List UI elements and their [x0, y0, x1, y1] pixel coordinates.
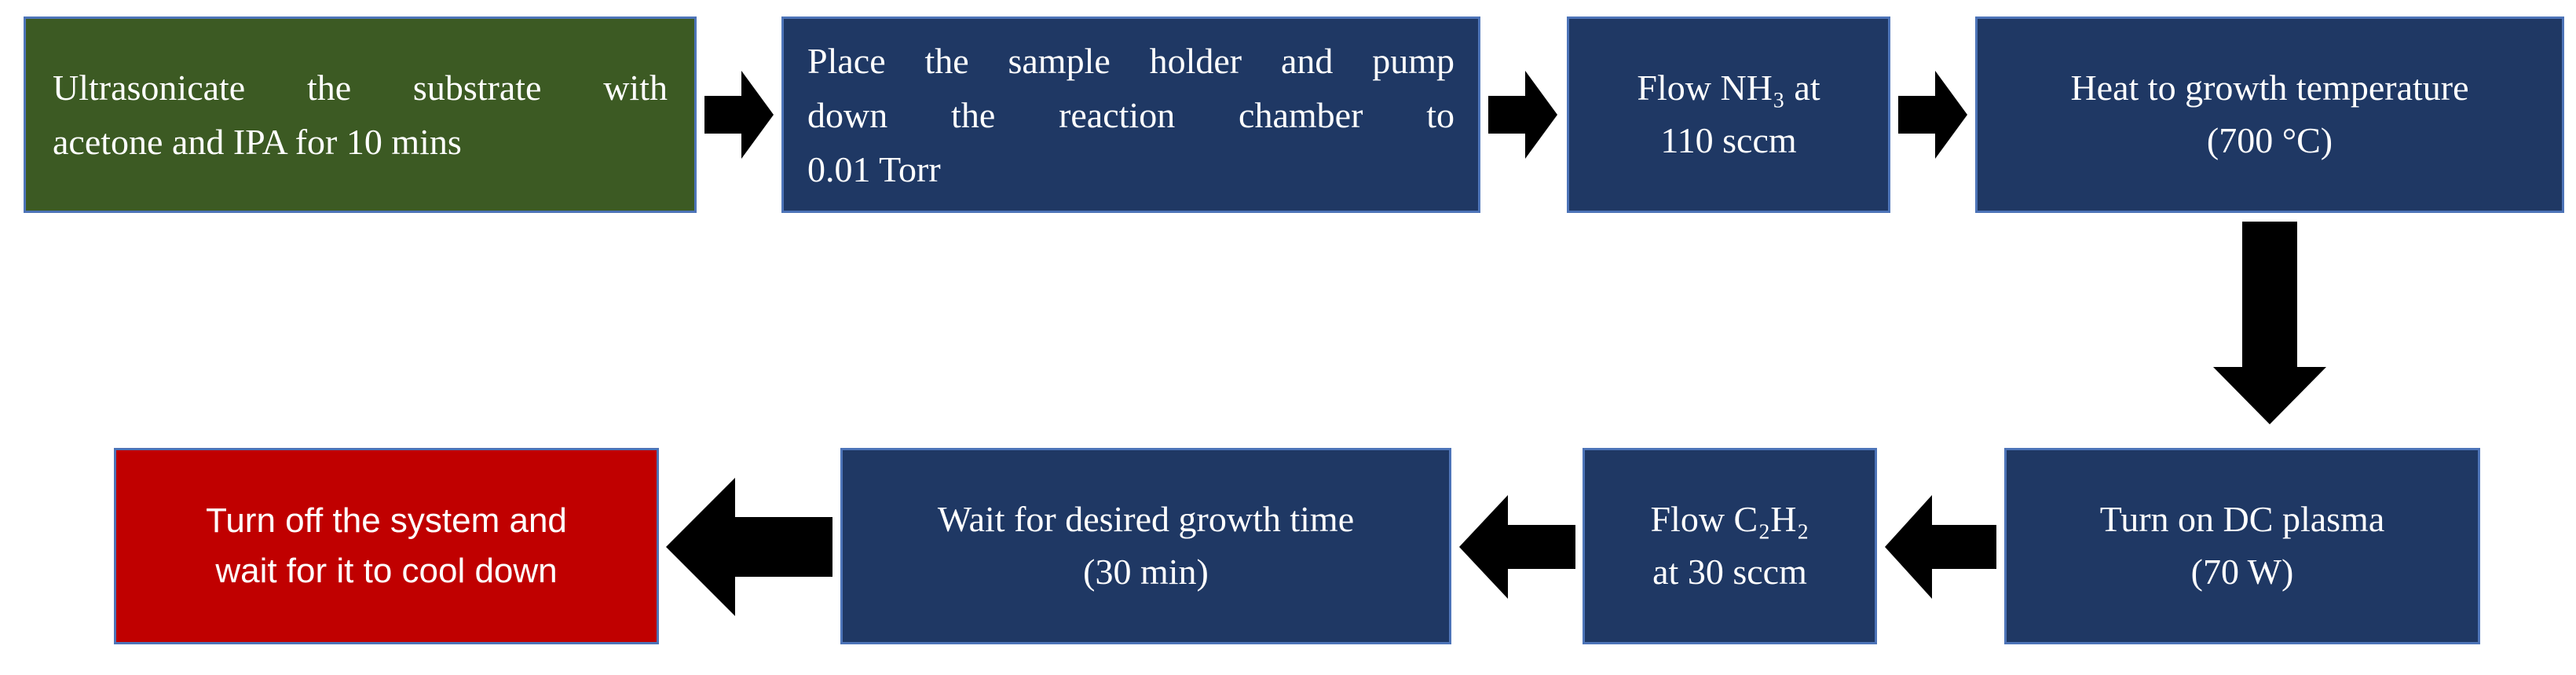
step-text-line: Ultrasonicate the substrate with [53, 68, 668, 108]
flow-arrow-left-icon [1459, 495, 1575, 599]
step-flow-nh3-box: Flow NH₃ at 110 sccm [1567, 17, 1890, 213]
step-text: Ultrasonicate the substrate with acetone… [53, 61, 668, 169]
step-heat-growth-temperature-box: Heat to growth temperature (700 °C) [1975, 17, 2564, 213]
step-text-line: down the reaction chamber to [807, 94, 1454, 135]
step-text-line: 0.01 Torr [807, 149, 941, 189]
flow-arrow-right-icon [704, 71, 774, 159]
step-text-line: Place the sample holder and pump [807, 40, 1454, 81]
step-text: Place the sample holder and pump down th… [807, 34, 1454, 196]
step-pump-down-chamber-box: Place the sample holder and pump down th… [781, 17, 1480, 213]
step-text-line: acetone and IPA for 10 mins [53, 122, 462, 162]
step-ultrasonicate-substrate-box: Ultrasonicate the substrate with acetone… [24, 17, 697, 213]
flow-arrow-down-icon [2213, 222, 2326, 424]
step-wait-growth-time-box: Wait for desired growth time (30 min) [840, 448, 1451, 644]
step-text: Turn off the system and wait for it to c… [206, 501, 567, 590]
step-text: Wait for desired growth time (30 min) [937, 499, 1355, 592]
step-text: Flow NH₃ at 110 sccm [1637, 68, 1820, 160]
flow-arrow-left-icon [1885, 495, 1996, 599]
flow-arrow-right-icon [1488, 71, 1557, 159]
step-text: Heat to growth temperature (700 °C) [2070, 68, 2469, 160]
flow-arrow-left-icon [666, 478, 832, 616]
step-flow-c2h2-box: Flow C₂H₂ at 30 sccm [1583, 448, 1877, 644]
step-text: Flow C₂H₂ at 30 sccm [1650, 499, 1809, 592]
flow-arrow-right-icon [1898, 71, 1967, 159]
step-turn-off-system-box: Turn off the system and wait for it to c… [114, 448, 659, 644]
step-text: Turn on DC plasma (70 W) [2099, 499, 2385, 592]
step-turn-on-dc-plasma-box: Turn on DC plasma (70 W) [2004, 448, 2480, 644]
